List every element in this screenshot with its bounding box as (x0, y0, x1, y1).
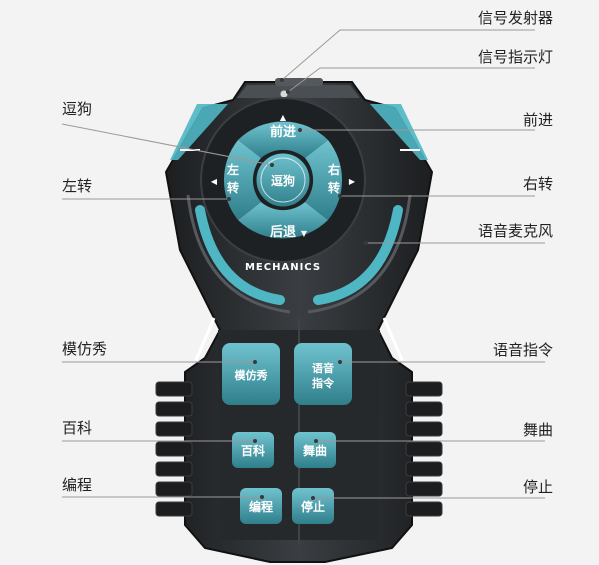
left-turn-button[interactable] (223, 140, 261, 220)
dance-button-label: 舞曲 (302, 443, 327, 458)
left-turn-label-2: 转 (227, 180, 239, 195)
callout-right-turn: 右转 (522, 175, 553, 193)
right-turn-label-2: 转 (328, 180, 340, 195)
callout-dance: 舞曲 (522, 421, 553, 439)
left-turn-label-1: 左 (226, 162, 239, 177)
back-button[interactable] (238, 202, 328, 239)
callout-voice-command: 语音指令 (492, 341, 553, 359)
callout-lines (61, 29, 545, 499)
program-button-label: 编程 (248, 499, 273, 514)
right-turn-label-1: 右 (327, 162, 340, 177)
callout-program: 编程 (62, 476, 93, 494)
callout-tease: 逗狗 (62, 100, 93, 118)
stop-button-label: 停止 (301, 499, 325, 514)
callout-signal-light: 信号指示灯 (477, 48, 553, 66)
imitate-button[interactable] (222, 343, 280, 405)
voice-command-label-1: 语音 (312, 361, 334, 375)
function-buttons: 模仿秀 语音 指令 百科 舞曲 编程 停止 (222, 343, 352, 524)
down-arrow-icon: ▼ (301, 229, 308, 238)
callout-left-turn: 左转 (62, 177, 93, 195)
forward-button-label: 前进 (270, 124, 296, 140)
brand-logo: MECHANICS (245, 262, 321, 273)
stop-button[interactable] (292, 488, 334, 524)
tease-button-label: 逗狗 (271, 173, 295, 188)
callout-dots (227, 78, 368, 500)
left-arrow-icon: ◀ (211, 177, 218, 186)
back-button-label: 后退 (270, 224, 296, 240)
forward-button[interactable] (238, 121, 328, 158)
signal-emitter (275, 78, 323, 86)
voice-command-label-2: 指令 (312, 376, 335, 390)
callout-voice-mic: 语音麦克风 (477, 222, 553, 240)
d-pad: 前进 后退 左 转 右 转 逗狗 ▲ ◀ ▶ ▼ (200, 97, 366, 263)
imitate-button-label: 模仿秀 (235, 368, 268, 382)
right-arrow-icon: ▶ (349, 177, 356, 186)
right-turn-button[interactable] (305, 140, 343, 220)
tease-button[interactable] (253, 150, 313, 210)
callout-stop: 停止 (522, 478, 553, 496)
callout-imitate: 模仿秀 (62, 340, 108, 358)
callout-encyclopedia: 百科 (62, 419, 93, 437)
callout-forward: 前进 (522, 111, 553, 129)
encyclopedia-button-label: 百科 (241, 443, 265, 458)
up-arrow-icon: ▲ (280, 113, 287, 122)
callout-signal-emitter: 信号发射器 (477, 9, 553, 27)
voice-command-button[interactable] (294, 343, 352, 405)
